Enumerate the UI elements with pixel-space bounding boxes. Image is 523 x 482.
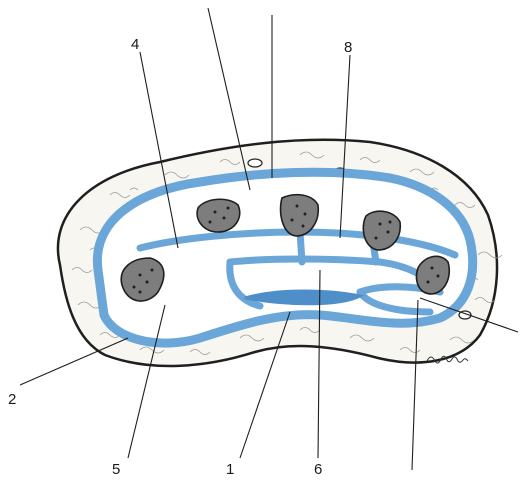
label-4: 4 bbox=[131, 37, 139, 52]
label-6: 6 bbox=[314, 462, 322, 477]
label-8: 8 bbox=[344, 40, 352, 55]
leader-line-2 bbox=[20, 338, 128, 385]
central-band bbox=[245, 291, 360, 304]
label-2: 2 bbox=[8, 392, 16, 407]
bone-2 bbox=[197, 199, 240, 232]
label-5: 5 bbox=[112, 462, 120, 477]
label-1: 1 bbox=[226, 462, 234, 477]
artist-signature bbox=[425, 350, 471, 366]
